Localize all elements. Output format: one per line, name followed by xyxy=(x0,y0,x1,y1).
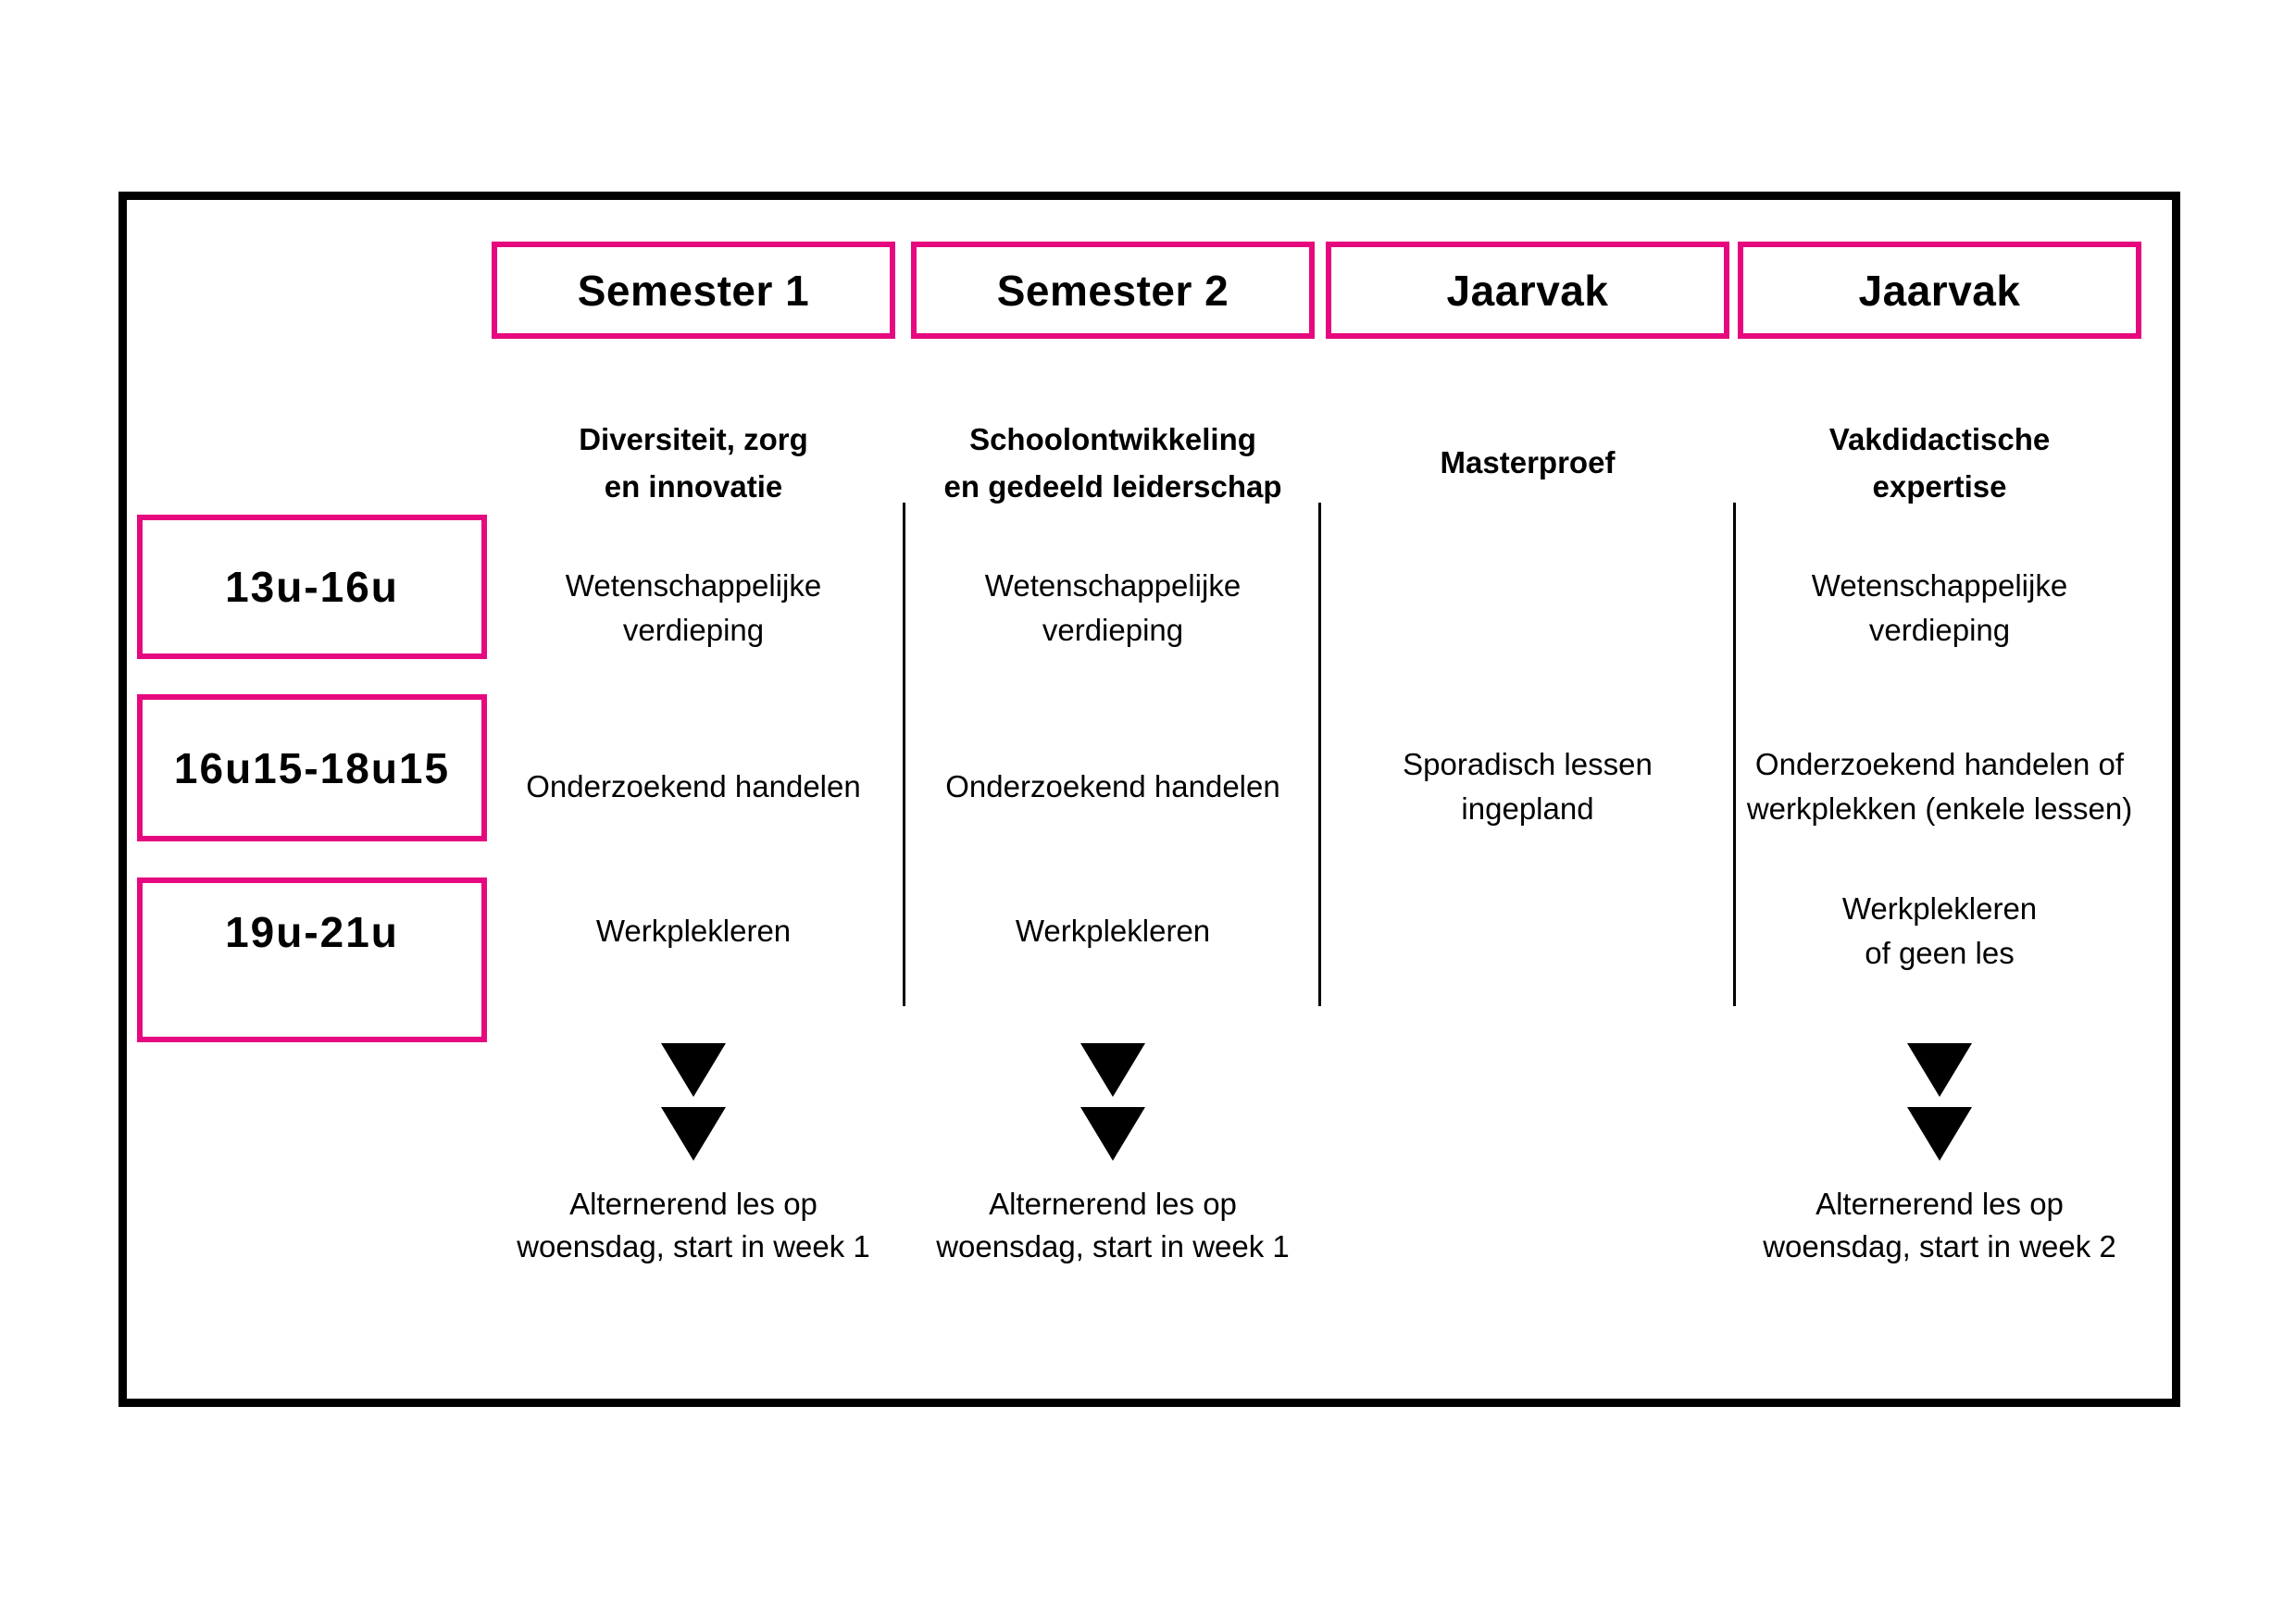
outer-frame xyxy=(119,192,2180,1407)
time-slot-label: 19u-21u xyxy=(225,908,399,956)
subtitle-diversiteit: Diversiteit, zorg en innovatie xyxy=(579,421,808,504)
column-divider xyxy=(1733,503,1736,1006)
header-jaarvak-1: Jaarvak xyxy=(1326,242,1729,339)
header-label: Semester 1 xyxy=(577,266,810,315)
down-triangle-icon xyxy=(1907,1043,1972,1097)
header-label: Semester 2 xyxy=(996,266,1229,315)
time-slot-19u-21u: 19u-21u xyxy=(137,877,487,1042)
cell-row1-col2: Wetenschappelijke verdieping xyxy=(984,568,1242,647)
header-semester-2: Semester 2 xyxy=(911,242,1315,339)
down-triangle-icon xyxy=(1907,1107,1972,1161)
double-down-arrow-icon xyxy=(911,1043,1315,1164)
double-down-arrow-icon xyxy=(1738,1043,2141,1164)
subtitle-vakdidactische-expertise: Vakdidactische expertise xyxy=(1828,421,2051,504)
cell-row3-col2: Werkplekleren xyxy=(1015,914,1211,949)
cell-row1-col1: Wetenschappelijke verdieping xyxy=(565,568,822,647)
column-divider xyxy=(1318,503,1321,1006)
time-slot-label: 13u-16u xyxy=(225,563,399,611)
down-triangle-icon xyxy=(1080,1043,1145,1097)
cell-row2-col2: Onderzoekend handelen xyxy=(945,769,1280,804)
header-jaarvak-2: Jaarvak xyxy=(1738,242,2141,339)
cell-row3-col1: Werkplekleren xyxy=(595,914,792,949)
down-triangle-icon xyxy=(661,1107,726,1161)
down-triangle-icon xyxy=(661,1043,726,1097)
cell-row2-col3: Sporadisch lessen ingepland xyxy=(1403,747,1653,826)
time-slot-13u-16u: 13u-16u xyxy=(137,515,487,659)
cell-row2-col4: Onderzoekend handelen of werkplekken (en… xyxy=(1746,747,2133,826)
header-label: Jaarvak xyxy=(1446,266,1609,315)
cell-row1-col3 xyxy=(1326,548,1729,668)
cell-row3-col4: Werkplekleren of geen les xyxy=(1841,891,2038,970)
down-triangle-icon xyxy=(1080,1107,1145,1161)
column-divider xyxy=(903,503,905,1006)
cell-row2-col1: Onderzoekend handelen xyxy=(526,769,861,804)
time-slot-16u15-18u15: 16u15-18u15 xyxy=(137,694,487,841)
subtitle-masterproef: Masterproef xyxy=(1440,445,1616,480)
cell-row3-col3 xyxy=(1326,874,1729,989)
note-col2: Alternerend les op woensdag, start in we… xyxy=(936,1186,1290,1263)
time-slot-label: 16u15-18u15 xyxy=(173,743,451,792)
double-down-arrow-icon xyxy=(492,1043,895,1164)
header-semester-1: Semester 1 xyxy=(492,242,895,339)
cell-row1-col4: Wetenschappelijke verdieping xyxy=(1811,568,2068,647)
note-col1: Alternerend les op woensdag, start in we… xyxy=(517,1186,870,1263)
subtitle-schoolontwikkeling: Schoolontwikkeling en gedeeld leiderscha… xyxy=(943,421,1282,504)
header-label: Jaarvak xyxy=(1858,266,2021,315)
note-col4: Alternerend les op woensdag, start in we… xyxy=(1763,1186,2116,1263)
